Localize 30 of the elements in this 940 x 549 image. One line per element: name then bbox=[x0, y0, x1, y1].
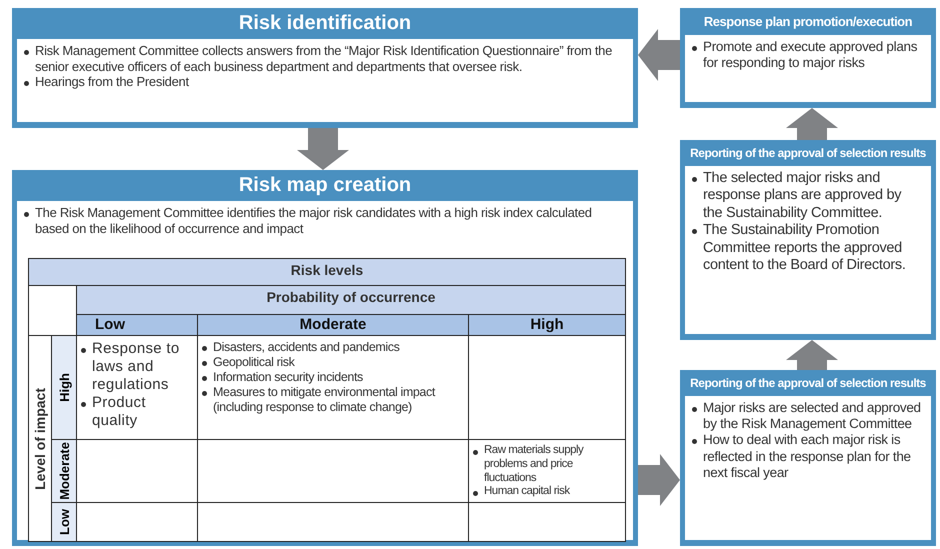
bullet-text: Disasters, accidents and pandemics bbox=[201, 340, 465, 355]
bullet-text: Response to laws and regulations bbox=[80, 340, 194, 394]
bullet-text: Geopolitical risk bbox=[201, 355, 465, 370]
bullet-text: Hearings from the President bbox=[23, 74, 625, 90]
box-heading: Risk map creation bbox=[238, 173, 412, 198]
axis-title: Level of impact bbox=[32, 388, 48, 490]
bullet-text: The selected major risks and response plans are approved by the Sustainability Committee. bbox=[691, 170, 923, 222]
bullet-text: Product quality bbox=[80, 394, 194, 430]
table-title: Risk levels bbox=[29, 259, 625, 285]
column-header: Low bbox=[77, 315, 197, 335]
bullet-text: Information security incidents bbox=[201, 370, 465, 385]
bullet-text: Raw materials supply problems and price fluctuations bbox=[472, 444, 622, 486]
bullet-text: The Risk Management Committee identifies the major risk candidates with a high risk index calculated based on the likelihood of occurrence and impact bbox=[23, 205, 625, 236]
column-header: Moderate bbox=[198, 315, 468, 335]
axis-title: Probability of occurrence bbox=[77, 286, 625, 314]
bullet-text: Measures to mitigate environmental impact (including response to climate change) bbox=[201, 385, 465, 415]
column-header: High bbox=[469, 315, 625, 335]
box-heading: Risk identification bbox=[238, 11, 412, 36]
box-heading: Reporting of the approval of selection results bbox=[689, 145, 927, 162]
row-header: Low bbox=[56, 509, 72, 535]
bullet-text: The Sustainability Promotion Committee reports the approved content to the Board of Directors. bbox=[691, 222, 923, 274]
row-header: Moderate bbox=[56, 442, 72, 500]
bullet-text: Human capital risk bbox=[472, 485, 622, 500]
box-heading: Response plan promotion/execution bbox=[702, 13, 914, 31]
bullet-text: Promote and execute approved plans for responding to major risks bbox=[691, 39, 923, 72]
row-header: High bbox=[56, 373, 72, 402]
bullet-text: Risk Management Committee collects answers from the “Major Risk Identification Questionnaire” from the senior executive officers of each business department and departments that oversee risk. bbox=[23, 43, 625, 74]
box-heading: Reporting of the approval of selection results bbox=[689, 375, 927, 392]
bullet-text: How to deal with each major risk is reflected in the response plan for the next fiscal year bbox=[691, 432, 923, 481]
bullet-text: Major risks are selected and approved by the Risk Management Committee bbox=[691, 400, 923, 432]
